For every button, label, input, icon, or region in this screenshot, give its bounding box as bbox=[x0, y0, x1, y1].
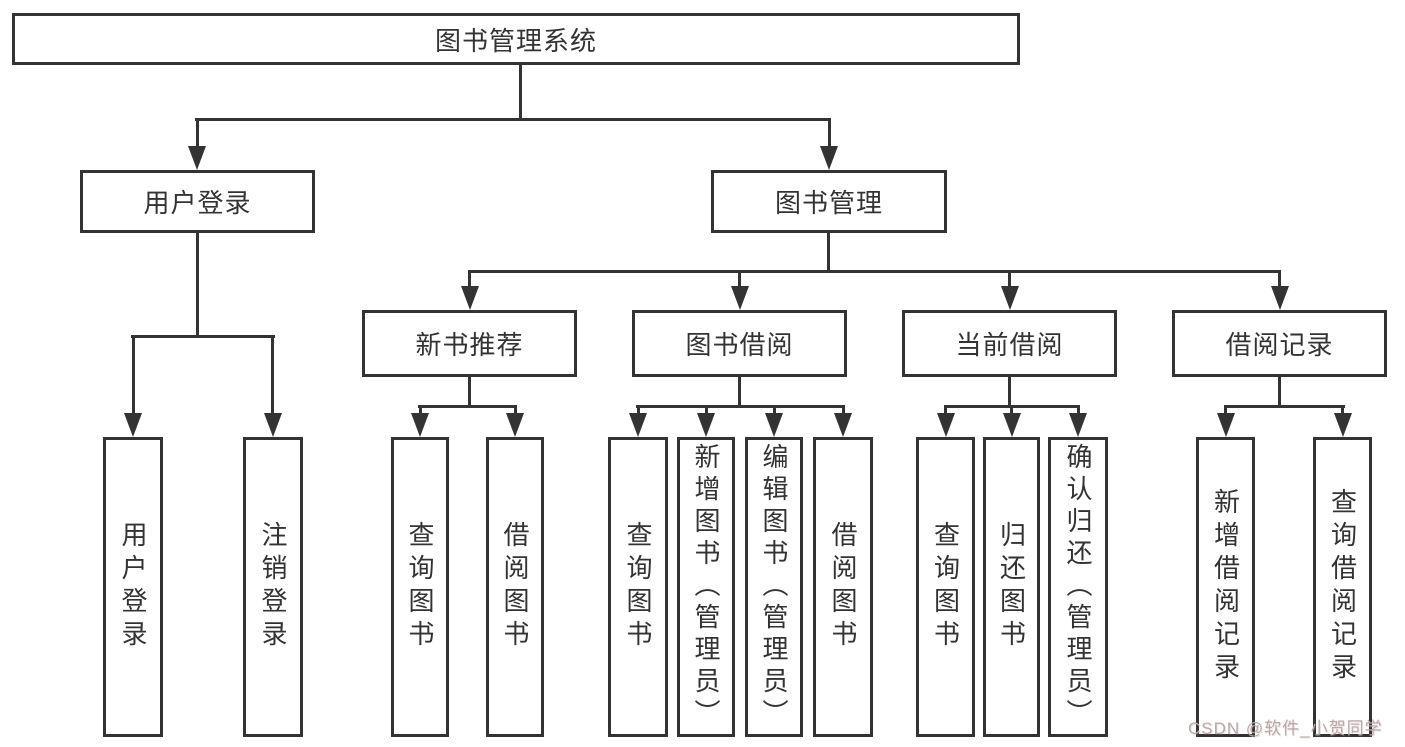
connector-arrow-icon bbox=[124, 413, 142, 437]
leaf-borrow-query-books-label: 查询图书 bbox=[623, 521, 653, 653]
connector-arrow-icon bbox=[820, 146, 838, 170]
node-current-borrow: 当前借阅 bbox=[902, 310, 1117, 377]
node-book-management-label: 图书管理 bbox=[774, 188, 883, 218]
node-book-borrow: 图书借阅 bbox=[632, 310, 847, 377]
leaf-user-login: 用户登录 bbox=[103, 437, 163, 737]
connector-line bbox=[842, 405, 845, 417]
connector-line bbox=[196, 233, 199, 338]
connector-line bbox=[271, 335, 274, 415]
node-new-book-recommend: 新书推荐 bbox=[362, 310, 577, 377]
connector-line bbox=[1278, 377, 1281, 408]
connector-arrow-icon bbox=[937, 413, 955, 437]
connector-line bbox=[132, 335, 135, 415]
connector-arrow-icon bbox=[1003, 413, 1021, 437]
leaf-edit-books-admin: 编辑图书（管理员） bbox=[745, 437, 803, 737]
connector-line bbox=[468, 270, 1281, 273]
connector-line bbox=[1008, 270, 1011, 288]
leaf-return-books: 归还图书 bbox=[983, 437, 1040, 737]
connector-line bbox=[514, 405, 517, 417]
connector-line bbox=[738, 377, 741, 408]
connector-line bbox=[827, 233, 830, 273]
connector-arrow-icon bbox=[834, 413, 852, 437]
leaf-current-query-books-label: 查询图书 bbox=[930, 521, 961, 653]
connector-arrow-icon bbox=[1217, 413, 1235, 437]
leaf-confirm-return-admin: 确认归还（管理员） bbox=[1048, 437, 1108, 737]
leaf-confirm-return-admin-label: 确认归还（管理员） bbox=[1063, 443, 1093, 731]
connector-arrow-icon bbox=[697, 413, 715, 437]
connector-arrow-icon bbox=[411, 413, 429, 437]
leaf-add-borrow-record-label: 新增借阅记录 bbox=[1210, 488, 1241, 686]
leaf-add-books-admin: 新增图书（管理员） bbox=[677, 437, 735, 737]
connector-line bbox=[419, 405, 422, 417]
node-borrow-records: 借阅记录 bbox=[1172, 310, 1387, 377]
connector-arrow-icon bbox=[506, 413, 524, 437]
connector-arrow-icon bbox=[1001, 286, 1019, 310]
connector-line bbox=[944, 405, 947, 417]
leaf-recommend-query-books: 查询图书 bbox=[391, 437, 449, 737]
connector-line bbox=[1341, 405, 1344, 417]
connector-line bbox=[637, 405, 640, 417]
connector-line bbox=[636, 405, 845, 408]
connector-arrow-icon bbox=[264, 413, 282, 437]
leaf-logout-label: 注销登录 bbox=[258, 521, 288, 653]
leaf-recommend-borrow-books-label: 借阅图书 bbox=[500, 521, 530, 653]
connector-line bbox=[828, 118, 831, 150]
connector-line bbox=[1224, 405, 1345, 408]
connector-line bbox=[196, 118, 199, 150]
node-user-login: 用户登录 bbox=[80, 170, 315, 233]
connector-line bbox=[468, 377, 471, 408]
connector-line bbox=[1008, 377, 1011, 408]
leaf-edit-books-admin-label: 编辑图书（管理员） bbox=[759, 443, 789, 731]
leaf-query-borrow-record-label: 查询借阅记录 bbox=[1327, 488, 1358, 686]
connector-arrow-icon bbox=[461, 286, 479, 310]
connector-arrow-icon bbox=[1069, 413, 1087, 437]
node-user-login-label: 用户登录 bbox=[143, 188, 252, 218]
connector-line bbox=[418, 405, 517, 408]
connector-line bbox=[1010, 405, 1013, 417]
connector-arrow-icon bbox=[765, 413, 783, 437]
leaf-current-query-books: 查询图书 bbox=[916, 437, 975, 737]
csdn-watermark: CSDN @软件_小贺同学 bbox=[1188, 719, 1383, 738]
connector-line bbox=[705, 405, 708, 417]
connector-arrow-icon bbox=[1271, 286, 1289, 310]
node-book-borrow-label: 图书借阅 bbox=[685, 330, 794, 360]
connector-line bbox=[468, 270, 471, 288]
connector-arrow-icon bbox=[188, 146, 206, 170]
leaf-user-login-label: 用户登录 bbox=[118, 521, 148, 653]
leaf-query-borrow-record: 查询借阅记录 bbox=[1313, 437, 1372, 737]
leaf-borrow-books-label: 借阅图书 bbox=[828, 521, 858, 653]
leaf-return-books-label: 归还图书 bbox=[996, 521, 1027, 653]
leaf-recommend-query-books-label: 查询图书 bbox=[405, 521, 435, 653]
connector-line bbox=[195, 118, 831, 121]
node-root-label: 图书管理系统 bbox=[434, 25, 597, 56]
connector-line bbox=[738, 270, 741, 288]
leaf-borrow-query-books: 查询图书 bbox=[608, 437, 668, 737]
node-borrow-records-label: 借阅记录 bbox=[1225, 330, 1334, 360]
leaf-add-books-admin-label: 新增图书（管理员） bbox=[691, 443, 721, 731]
node-new-book-recommend-label: 新书推荐 bbox=[415, 330, 524, 360]
connector-line bbox=[1278, 270, 1281, 288]
connector-arrow-icon bbox=[1334, 413, 1352, 437]
connector-line bbox=[773, 405, 776, 417]
connector-line bbox=[1224, 405, 1227, 417]
connector-line bbox=[519, 64, 522, 118]
leaf-recommend-borrow-books: 借阅图书 bbox=[486, 437, 544, 737]
node-book-management: 图书管理 bbox=[711, 170, 947, 233]
leaf-logout: 注销登录 bbox=[243, 437, 303, 737]
node-current-borrow-label: 当前借阅 bbox=[955, 330, 1064, 360]
connector-arrow-icon bbox=[731, 286, 749, 310]
connector-line bbox=[131, 335, 275, 338]
connector-line bbox=[1077, 405, 1080, 417]
connector-arrow-icon bbox=[629, 413, 647, 437]
leaf-add-borrow-record: 新增借阅记录 bbox=[1196, 437, 1255, 737]
leaf-borrow-books: 借阅图书 bbox=[813, 437, 873, 737]
node-root: 图书管理系统 bbox=[12, 13, 1020, 65]
